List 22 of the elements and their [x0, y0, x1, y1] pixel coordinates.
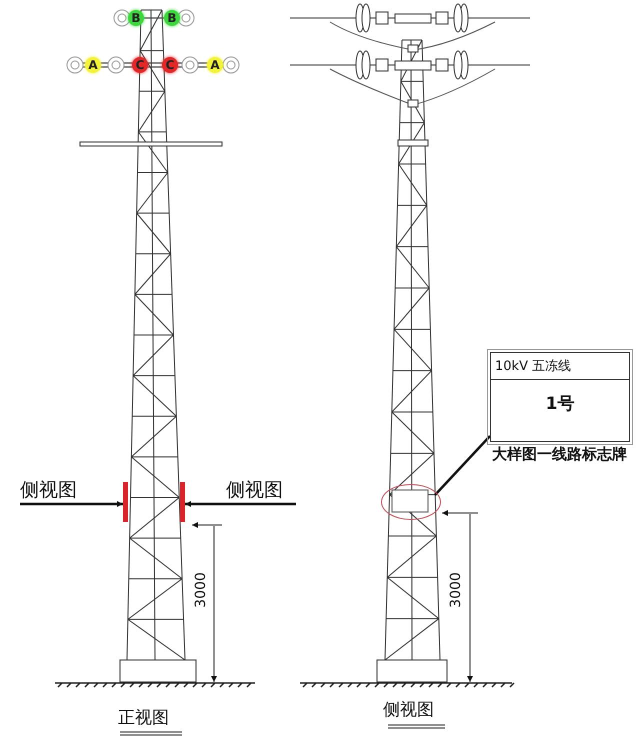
leader-line — [434, 435, 491, 496]
view-title: 正视图 — [118, 707, 169, 729]
phase-marker: B — [128, 10, 144, 26]
phase-marker: C — [132, 57, 148, 73]
marker-bar — [123, 482, 128, 522]
view-label: 侧视图 — [20, 478, 90, 502]
line-name: 10kV 五冻线 — [495, 358, 572, 375]
view-label: 侧视图 — [226, 478, 296, 502]
highlight-ellipse — [381, 484, 441, 520]
sign-board — [490, 352, 630, 442]
marker-bar — [180, 482, 185, 522]
dimension-text: 3000 — [448, 572, 464, 608]
phase-marker: A — [85, 57, 101, 73]
arrow — [20, 501, 123, 507]
detail-caption: 大样图一线路标志牌 — [492, 445, 627, 464]
pole-number: 1号 — [546, 393, 574, 415]
dimension-text: 3000 — [192, 572, 209, 608]
arrow — [185, 501, 296, 507]
phase-marker: A — [207, 57, 223, 73]
phase-marker: B — [164, 10, 180, 26]
view-title: 侧视图 — [383, 699, 434, 721]
phase-marker: C — [162, 57, 178, 73]
